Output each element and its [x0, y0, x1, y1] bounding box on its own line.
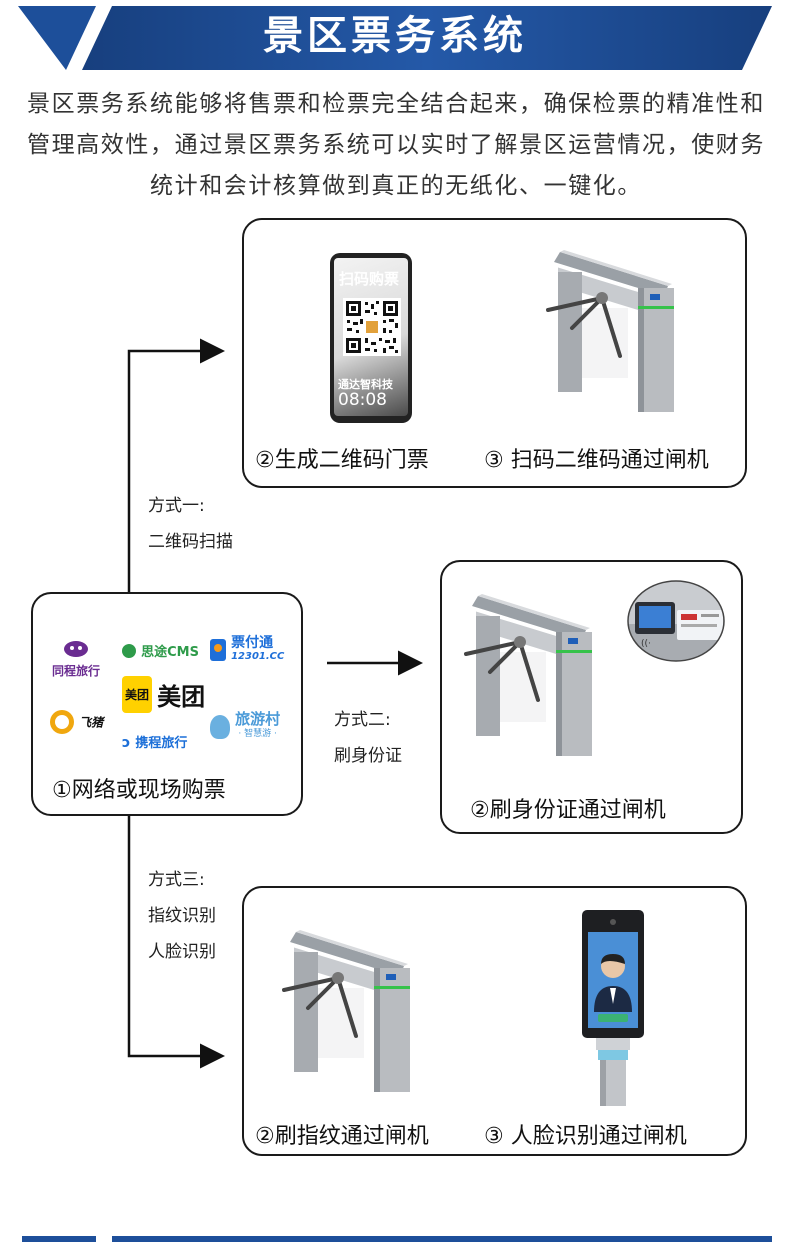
logo-meituan: 美团 美团: [122, 676, 205, 713]
turnstile-gate-1: [546, 250, 674, 412]
phone-time: 08:08: [338, 390, 387, 410]
footer-bar-right: [112, 1236, 772, 1242]
feizhu-icon: [50, 710, 74, 734]
turnstile-gate-3: [282, 930, 410, 1092]
logo-lvyoucun: 旅游村 · 智慧游 ·: [210, 712, 280, 742]
method1-label: 方式一: 二维码扫描: [148, 488, 233, 560]
tongcheng-icon: [64, 641, 88, 657]
method3-label-line2: 指纹识别: [148, 906, 216, 926]
piaofu-icon: [210, 639, 226, 661]
qr-code: [343, 298, 401, 356]
logo-feizhu: 飞猪: [50, 710, 103, 734]
footer-bar-left: [22, 1236, 96, 1242]
logo-sitou: 思途CMS: [122, 640, 199, 660]
sitou-icon: [122, 643, 136, 658]
id-card-reader: ((·: [627, 580, 725, 662]
turnstile-gate-2: [464, 594, 592, 756]
face-recognition-terminal: [582, 910, 644, 1106]
logo-piaofu: 票付通 12301.CC: [210, 636, 284, 664]
method3-label: 方式三: 指纹识别 人脸识别: [148, 862, 216, 970]
method3-label-line1: 方式三:: [148, 870, 205, 890]
intro-text: 景区票务系统能够将售票和检票完全结合起来，确保检票的精准性和管理高效性，通过景区…: [27, 91, 765, 199]
purchase-caption: ①网络或现场购票: [52, 778, 226, 803]
logo-tongcheng: 同程旅行: [50, 640, 102, 679]
method1-label-line1: 方式一:: [148, 496, 205, 516]
header-triangle: [18, 6, 96, 70]
meituan-icon: 美团: [122, 676, 153, 713]
lvyoucun-icon: [210, 715, 230, 739]
purchase-box: [31, 592, 303, 816]
method2-label-line2: 刷身份证: [334, 746, 402, 766]
method3-label-line3: 人脸识别: [148, 942, 216, 962]
method1-step3-caption: ③ 扫码二维码通过闸机: [484, 448, 709, 473]
method1-label-line2: 二维码扫描: [148, 532, 233, 552]
page-title: 景区票务系统: [263, 13, 527, 59]
method3-step2-caption: ②刷指纹通过闸机: [255, 1124, 429, 1149]
method2-label: 方式二: 刷身份证: [334, 702, 402, 774]
method3-step3-caption: ③ 人脸识别通过闸机: [484, 1124, 687, 1149]
header-banner: [82, 6, 772, 70]
phone-brand: 通达智科技: [338, 378, 393, 391]
method2-step2-caption: ②刷身份证通过闸机: [470, 798, 666, 823]
ctrip-icon: ↄ: [122, 735, 131, 751]
logo-ctrip: ↄ 携程旅行: [122, 735, 188, 751]
phone-title: 扫码购票: [339, 270, 400, 288]
method1-step2-caption: ②生成二维码门票: [255, 448, 429, 473]
method2-label-line1: 方式二:: [334, 710, 391, 730]
svg-text:((·: ((·: [641, 639, 651, 649]
